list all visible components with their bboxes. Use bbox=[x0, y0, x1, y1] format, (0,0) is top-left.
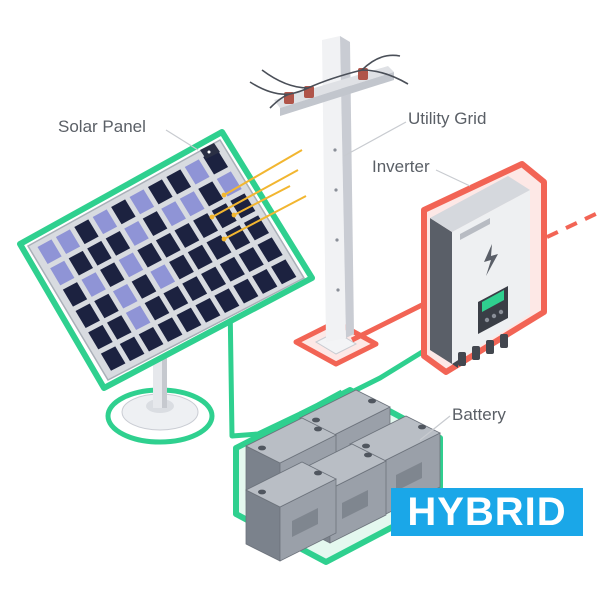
inverter-label: Inverter bbox=[372, 157, 430, 176]
solar-cell bbox=[230, 193, 256, 219]
solar-cell bbox=[105, 230, 131, 256]
solar-cell bbox=[111, 199, 136, 225]
solar-cell bbox=[144, 295, 170, 321]
solar-cell bbox=[233, 278, 259, 304]
battery-label: Battery bbox=[452, 405, 506, 424]
battery-terminal bbox=[364, 452, 372, 458]
solar-cell bbox=[176, 307, 202, 333]
solar-cell bbox=[50, 260, 75, 286]
solar-cell bbox=[182, 276, 208, 301]
solar-cell bbox=[214, 288, 240, 314]
solar-cell bbox=[238, 247, 264, 272]
solar-cell bbox=[94, 293, 119, 319]
hybrid-badge: HYBRID bbox=[391, 488, 583, 536]
battery-terminal bbox=[418, 424, 426, 430]
solar-cell bbox=[155, 232, 181, 258]
solar-panel bbox=[17, 129, 315, 391]
solar-cell bbox=[100, 262, 125, 288]
solar-cell bbox=[161, 201, 186, 227]
battery-terminal bbox=[314, 426, 322, 432]
solar-panel-stand bbox=[105, 340, 215, 445]
solar-cell bbox=[125, 305, 151, 331]
red-wire bbox=[350, 210, 600, 343]
inverter bbox=[421, 161, 547, 375]
solar-cell bbox=[193, 213, 218, 239]
solar-cell bbox=[206, 234, 232, 260]
solar-cell bbox=[243, 215, 270, 241]
solar-cell bbox=[184, 159, 210, 185]
solar-cell bbox=[88, 324, 113, 350]
solar-cell bbox=[179, 191, 205, 217]
solar-cell bbox=[138, 326, 164, 352]
solar-cell bbox=[62, 282, 88, 307]
solar-cell bbox=[68, 250, 94, 276]
utility-pole bbox=[249, 36, 409, 367]
solar-cell bbox=[100, 346, 126, 371]
battery-terminal bbox=[362, 443, 370, 449]
solar-cell bbox=[142, 211, 168, 236]
solar-cell bbox=[219, 256, 245, 282]
utility-grid-label: Utility Grid bbox=[408, 109, 486, 128]
solar-cell bbox=[137, 242, 162, 268]
battery-label-plate bbox=[342, 490, 368, 519]
solar-cell bbox=[124, 221, 149, 246]
battery-label-plate bbox=[292, 508, 318, 537]
solar-cell bbox=[75, 303, 100, 329]
battery-label-plate bbox=[396, 462, 422, 491]
solar-cell bbox=[198, 181, 224, 207]
solar-cell bbox=[271, 259, 297, 285]
solar-cell bbox=[166, 169, 192, 195]
battery-units bbox=[245, 389, 441, 562]
solar-cell bbox=[211, 203, 237, 229]
solar-cell bbox=[129, 189, 155, 215]
solar-cell bbox=[195, 298, 221, 323]
solar-cell bbox=[187, 244, 213, 270]
solar-cell bbox=[74, 219, 99, 245]
solar-cell bbox=[201, 266, 227, 292]
battery-terminal bbox=[258, 489, 266, 495]
battery-bank bbox=[233, 387, 443, 565]
leader-lines bbox=[165, 121, 471, 441]
solar-cell bbox=[112, 283, 138, 309]
solar-cell bbox=[81, 272, 106, 297]
solar-cell bbox=[147, 179, 173, 205]
battery-terminal bbox=[258, 445, 266, 451]
solar-cell bbox=[119, 336, 145, 362]
solar-cell bbox=[174, 222, 200, 248]
battery-face bbox=[245, 417, 337, 464]
solar-cell bbox=[252, 269, 278, 294]
solar-cell bbox=[216, 171, 242, 197]
sun-rays bbox=[209, 149, 307, 242]
solar-cell bbox=[131, 274, 157, 299]
solar-cell bbox=[169, 254, 194, 280]
solar-panel-label: Solar Panel bbox=[58, 117, 146, 136]
solar-cell bbox=[257, 237, 283, 263]
battery-face bbox=[245, 461, 337, 508]
battery-terminal bbox=[368, 398, 376, 404]
solar-cell bbox=[55, 229, 81, 255]
solar-cell bbox=[37, 239, 62, 264]
solar-cell bbox=[157, 317, 183, 342]
solar-cells bbox=[37, 149, 297, 371]
solar-cell bbox=[225, 225, 251, 251]
solar-cell bbox=[87, 240, 112, 266]
solar-cell bbox=[163, 286, 189, 311]
solar-cell bbox=[118, 252, 144, 278]
solar-cell bbox=[92, 209, 118, 235]
battery-terminal bbox=[312, 417, 320, 423]
solar-cell bbox=[150, 264, 176, 290]
battery-terminal bbox=[314, 470, 322, 476]
solar-cell bbox=[107, 315, 132, 340]
